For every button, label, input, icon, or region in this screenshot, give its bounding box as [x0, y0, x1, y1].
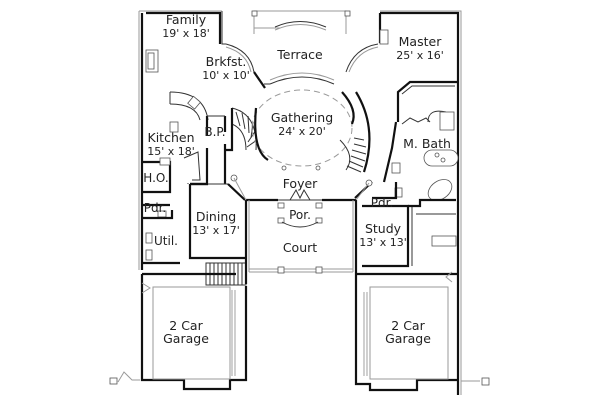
room-name: Por. [289, 208, 311, 222]
room-name: Court [282, 240, 318, 255]
room-name-line2: Garage [385, 330, 431, 346]
room-label-garage-left: 2 Car Garage [163, 318, 209, 346]
room-name: Terrace [277, 47, 323, 62]
room-name: 2 Car [391, 318, 425, 333]
room-name: Master [398, 34, 442, 49]
stairs-left [225, 107, 258, 152]
room-dimensions: 15' x 18' [147, 144, 195, 158]
room-name: 2 Car [169, 318, 203, 333]
stairs-right [339, 91, 371, 173]
room-name: Pdr. [143, 201, 167, 215]
room-name: Dining [195, 209, 237, 224]
room-label-master: Master 25' x 16' [396, 34, 444, 62]
terrace-outline [251, 10, 351, 34]
room-name: H.O. [143, 171, 169, 185]
room-dimensions: 10' x 10' [202, 68, 250, 82]
room-dimensions: 25' x 16' [396, 48, 444, 62]
room-label-powder-left: Pdr. [144, 202, 167, 214]
room-label-powder-right: Pdr. [371, 197, 394, 209]
room-label-master-bath: M. Bath [403, 136, 451, 151]
room-label-porch: Por. [289, 209, 311, 221]
room-name: Pdr. [370, 196, 394, 210]
right-garage-walls [354, 266, 490, 392]
room-label-study: Study 13' x 13' [359, 221, 407, 249]
room-label-brkfst: Brkfst. 10' x 10' [202, 54, 250, 82]
room-name: B.P. [204, 125, 226, 139]
room-name: Kitchen [147, 130, 195, 145]
room-label-utility: Util. [154, 235, 178, 247]
room-name: Foyer [282, 176, 318, 191]
master-wing-walls [345, 10, 462, 395]
left-garage-walls [109, 274, 248, 391]
room-label-foyer: Foyer [282, 176, 318, 191]
room-name: M. Bath [403, 136, 451, 151]
room-label-home-office: H.O. [143, 172, 168, 184]
room-label-dining: Dining 13' x 17' [192, 209, 240, 237]
room-dimensions: 19' x 18' [162, 26, 210, 40]
room-dimensions: 13' x 17' [192, 223, 240, 237]
foyer-court-walls [230, 174, 373, 284]
room-name: Study [364, 221, 402, 236]
room-label-garage-right: 2 Car Garage [385, 318, 431, 346]
room-name: Brkfst. [205, 54, 247, 69]
room-name: Gathering [270, 110, 334, 125]
room-label-terrace: Terrace [277, 47, 323, 62]
room-label-gathering: Gathering 24' x 20' [270, 110, 334, 138]
room-dimensions: 24' x 20' [278, 124, 326, 138]
room-name: Family [165, 12, 207, 27]
room-label-kitchen: Kitchen 15' x 18' [147, 130, 195, 158]
left-wing-walls [138, 10, 266, 286]
room-label-court: Court [282, 240, 318, 255]
room-label-bp: B.P. [204, 126, 225, 138]
room-name: Util. [154, 234, 178, 248]
gathering-rotunda [251, 72, 355, 171]
room-name-line2: Garage [163, 330, 209, 346]
room-label-family: Family 19' x 18' [162, 12, 210, 40]
room-dimensions: 13' x 13' [359, 235, 407, 249]
